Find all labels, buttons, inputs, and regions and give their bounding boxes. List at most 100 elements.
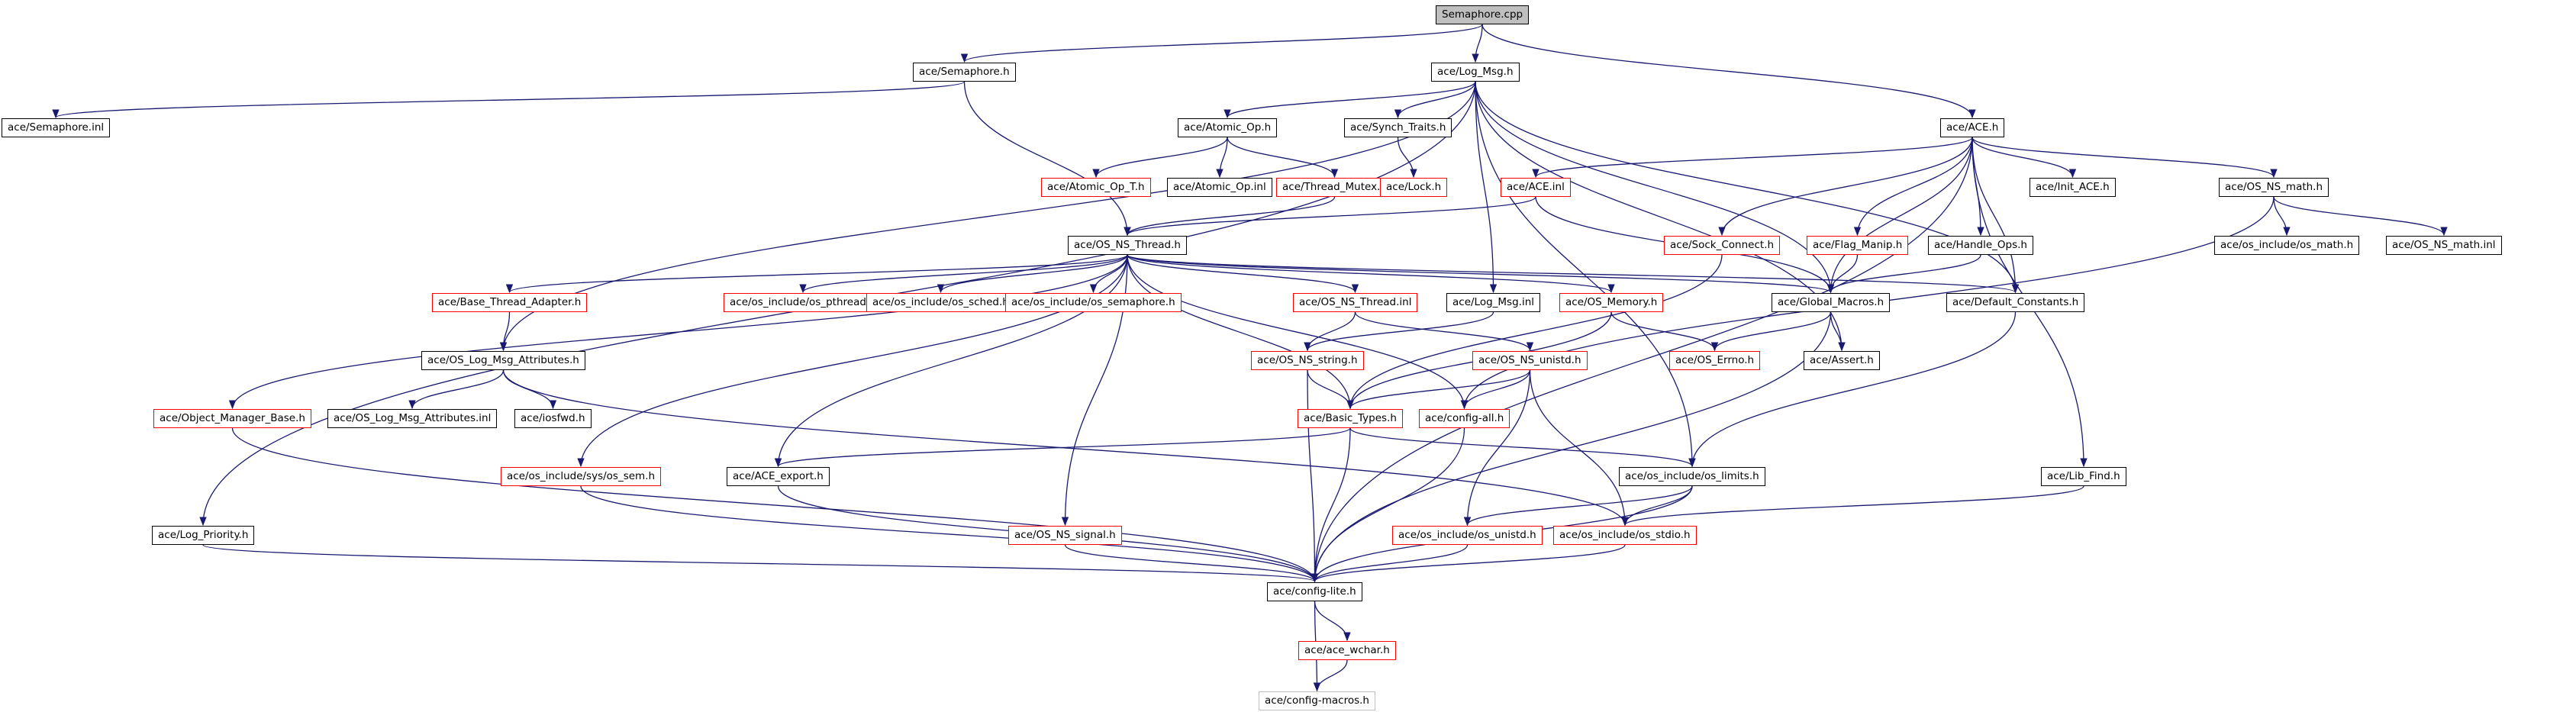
edge-atomic-op-h-to-atomic-op-t-h	[1092, 137, 1228, 179]
node-atomic-op-inl[interactable]: ace/Atomic_Op.inl	[1167, 178, 1272, 197]
edge-basic-types-h-to-ace-export-h	[775, 427, 1351, 468]
node-ace-inl[interactable]: ace/ACE.inl	[1501, 178, 1571, 197]
edge-ace-inl-to-os-ns-thread-h	[1124, 196, 1536, 237]
node-basic-types-h[interactable]: ace/Basic_Types.h	[1298, 409, 1403, 428]
edge-ace-h-to-sock-connect-h	[1718, 137, 1973, 237]
node-config-macros-h[interactable]: ace/config-macros.h	[1259, 691, 1375, 710]
node-flag-manip-h[interactable]: ace/Flag_Manip.h	[1807, 236, 1909, 255]
node-os-include-os-sched-h[interactable]: ace/os_include/os_sched.h	[866, 293, 1015, 312]
node-semaphore-cpp[interactable]: Semaphore.cpp	[1436, 5, 1530, 24]
node-config-all-h[interactable]: ace/config-all.h	[1419, 409, 1510, 428]
edge-os-ns-thread-h-to-os-include-os-sched-h	[937, 254, 1128, 294]
node-os-ns-thread-inl[interactable]: ace/OS_NS_Thread.inl	[1293, 293, 1418, 312]
node-os-include-os-limits-h[interactable]: ace/os_include/os_limits.h	[1619, 467, 1765, 486]
node-sock-connect-h[interactable]: ace/Sock_Connect.h	[1664, 236, 1781, 255]
edge-os-include-os-limits-h-to-os-include-os-unistd-h	[1463, 485, 1693, 527]
edge-ace-h-to-global-macros-h	[1826, 137, 1973, 294]
node-os-log-msg-attributes-h[interactable]: ace/OS_Log_Msg_Attributes.h	[421, 351, 585, 370]
node-os-include-sys-os-sem-h[interactable]: ace/os_include/sys/os_sem.h	[501, 467, 662, 486]
node-os-include-os-unistd-h[interactable]: ace/os_include/os_unistd.h	[1392, 526, 1543, 545]
node-default-constants-h[interactable]: ace/Default_Constants.h	[1946, 293, 2085, 312]
edge-os-ns-unistd-h-to-config-all-h	[1460, 369, 1531, 410]
node-lib-find-h[interactable]: ace/Lib_Find.h	[2041, 467, 2126, 486]
edge-atomic-op-h-to-atomic-op-inl	[1216, 137, 1228, 179]
node-global-macros-h[interactable]: ace/Global_Macros.h	[1772, 293, 1891, 312]
edge-os-memory-h-to-os-errno-h	[1610, 311, 1719, 352]
node-assert-h[interactable]: ace/Assert.h	[1804, 351, 1880, 370]
node-config-lite-h[interactable]: ace/config-lite.h	[1267, 582, 1362, 601]
node-os-include-os-pthread-h[interactable]: ace/os_include/os_pthread.h	[724, 293, 882, 312]
node-os-ns-math-inl[interactable]: ace/OS_NS_math.inl	[2386, 236, 2502, 255]
node-init-ace-h[interactable]: ace/Init_ACE.h	[2030, 178, 2116, 197]
node-os-ns-string-h[interactable]: ace/OS_NS_string.h	[1251, 351, 1364, 370]
edge-os-ns-math-h-to-os-ns-math-inl	[2273, 196, 2448, 237]
edge-log-msg-h-to-synch-traits-h	[1394, 81, 1476, 119]
edge-os-ns-thread-h-to-os-include-os-pthread-h	[799, 254, 1128, 294]
edge-global-macros-h-to-assert-h	[1830, 311, 1846, 352]
edge-os-ns-string-h-to-config-lite-h	[1307, 369, 1319, 583]
node-os-ns-thread-h[interactable]: ace/OS_NS_Thread.h	[1068, 236, 1187, 255]
edge-log-msg-h-to-log-msg-inl	[1475, 81, 1498, 294]
edge-config-lite-h-to-ace-wchar-h	[1314, 601, 1351, 642]
node-atomic-op-t-h[interactable]: ace/Atomic_Op_T.h	[1041, 178, 1151, 197]
node-os-include-os-stdio-h[interactable]: ace/os_include/os_stdio.h	[1553, 526, 1697, 545]
edge-base-thread-adapter-h-to-os-log-msg-attributes-h	[499, 311, 511, 352]
edge-os-ns-thread-h-to-config-all-h	[1127, 254, 1469, 410]
node-os-log-msg-attributes-inl[interactable]: ace/OS_Log_Msg_Attributes.inl	[327, 409, 498, 428]
node-ace-wchar-h[interactable]: ace/ace_wchar.h	[1298, 641, 1396, 660]
edge-os-include-sys-os-sem-h-to-config-lite-h	[580, 485, 1319, 583]
node-synch-traits-h[interactable]: ace/Synch_Traits.h	[1344, 118, 1452, 137]
node-log-msg-inl[interactable]: ace/Log_Msg.inl	[1446, 293, 1541, 312]
node-os-include-os-semaphore-h[interactable]: ace/os_include/os_semaphore.h	[1005, 293, 1182, 312]
node-os-include-os-math-h[interactable]: ace/os_include/os_math.h	[2214, 236, 2360, 255]
edge-log-msg-inl-to-os-ns-string-h	[1304, 311, 1494, 352]
node-ace-h[interactable]: ace/ACE.h	[1940, 118, 2005, 137]
edge-os-ns-thread-inl-to-os-ns-unistd-h	[1354, 311, 1534, 352]
edge-os-ns-thread-h-to-object-manager-base-h	[228, 254, 1128, 410]
edge-os-include-os-unistd-h-to-config-lite-h	[1311, 544, 1469, 583]
node-os-memory-h[interactable]: ace/OS_Memory.h	[1559, 293, 1664, 312]
node-semaphore-h[interactable]: ace/Semaphore.h	[913, 63, 1016, 82]
node-atomic-op-h[interactable]: ace/Atomic_Op.h	[1178, 118, 1278, 137]
edge-semaphore-h-to-semaphore-inl	[52, 81, 966, 119]
edge-os-ns-thread-h-to-global-macros-h	[1127, 254, 1834, 294]
edge-ace-h-to-init-ace-h	[1971, 137, 2077, 179]
edge-os-ns-thread-h-to-default-constants-h	[1127, 254, 2019, 294]
node-iosfwd-h[interactable]: ace/iosfwd.h	[514, 409, 592, 428]
edge-synch-traits-h-to-lock-h	[1397, 137, 1417, 179]
edge-semaphore-cpp-to-log-msg-h	[1472, 24, 1483, 63]
edge-config-all-h-to-config-lite-h	[1311, 427, 1465, 583]
node-handle-ops-h[interactable]: ace/Handle_Ops.h	[1928, 236, 2033, 255]
node-os-ns-signal-h[interactable]: ace/OS_NS_signal.h	[1008, 526, 1122, 545]
edge-os-ns-signal-h-to-config-lite-h	[1064, 544, 1319, 583]
edge-os-ns-thread-h-to-ace-export-h	[774, 254, 1128, 468]
edge-os-ns-unistd-h-to-basic-types-h	[1346, 369, 1531, 410]
edge-os-ns-unistd-h-to-os-include-os-stdio-h	[1529, 369, 1629, 527]
edge-os-ns-math-h-to-os-include-os-math-h	[2273, 196, 2291, 237]
edge-log-priority-h-to-config-lite-h	[202, 544, 1318, 583]
edge-flag-manip-h-to-global-macros-h	[1826, 254, 1859, 294]
node-log-priority-h[interactable]: ace/Log_Priority.h	[152, 526, 255, 545]
edge-object-manager-base-h-to-config-lite-h	[231, 427, 1319, 583]
edge-os-ns-unistd-h-to-os-include-os-unistd-h	[1463, 369, 1531, 527]
edge-basic-types-h-to-config-lite-h	[1311, 427, 1351, 583]
node-object-manager-base-h[interactable]: ace/Object_Manager_Base.h	[153, 409, 311, 428]
node-os-errno-h[interactable]: ace/OS_Errno.h	[1669, 351, 1761, 370]
edge-semaphore-h-to-os-ns-thread-h	[963, 81, 1131, 237]
node-ace-export-h[interactable]: ace/ACE_export.h	[727, 467, 830, 486]
edge-thread-mutex-h-to-os-ns-thread-h	[1124, 196, 1336, 237]
node-os-ns-unistd-h[interactable]: ace/OS_NS_unistd.h	[1472, 351, 1588, 370]
node-semaphore-inl[interactable]: ace/Semaphore.inl	[2, 118, 111, 137]
node-os-ns-math-h[interactable]: ace/OS_NS_math.h	[2219, 178, 2329, 197]
edge-default-constants-h-to-os-include-os-limits-h	[1688, 311, 2017, 468]
node-base-thread-adapter-h[interactable]: ace/Base_Thread_Adapter.h	[432, 293, 588, 312]
edge-basic-types-h-to-os-include-os-limits-h	[1349, 427, 1696, 468]
edge-os-ns-thread-h-to-os-ns-thread-inl	[1127, 254, 1359, 294]
node-log-msg-h[interactable]: ace/Log_Msg.h	[1431, 63, 1520, 82]
edge-ace-h-to-default-constants-h	[1971, 137, 2020, 294]
node-thread-mutex-h[interactable]: ace/Thread_Mutex.h	[1276, 178, 1393, 197]
node-lock-h[interactable]: ace/Lock.h	[1380, 178, 1448, 197]
edge-semaphore-cpp-to-ace-h	[1481, 24, 1976, 119]
